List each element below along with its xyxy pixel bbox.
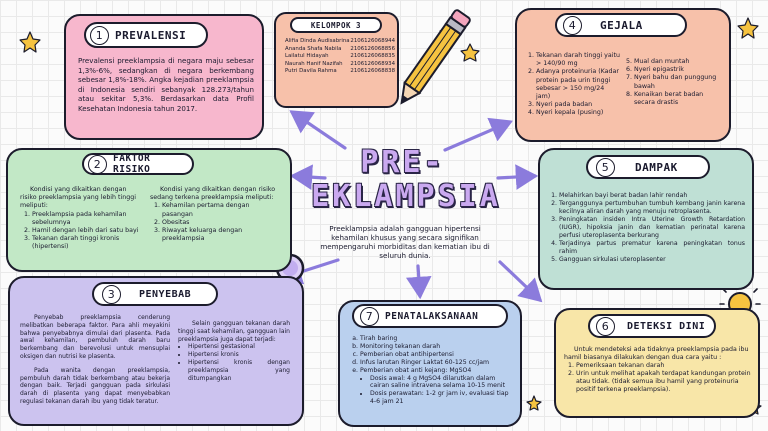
- list-item: Mual dan muntah: [634, 58, 718, 66]
- star-icon: [19, 31, 41, 53]
- arrow-faktor: [289, 164, 327, 190]
- list-item: Pemberian obat anti kejang: MgSO4: [360, 367, 514, 375]
- list-item: Tekanan darah tinggi yaitu > 140/90 mg: [536, 52, 620, 68]
- arrow-gejala: [443, 117, 513, 152]
- deteksi-title: DETEKSI DINI: [627, 320, 706, 332]
- list-item: Adanya proteinuria (Kadar protein pada u…: [536, 68, 620, 101]
- list-item: Riwayat keluarga dengan preeklampsia: [162, 227, 278, 243]
- prevalensi-title: PREVALENSI: [115, 28, 187, 42]
- deteksi-intro: Untuk mendeteksi ada tidaknya preeklamps…: [564, 346, 749, 361]
- faktor-right: Kondisi yang dikaitkan dengan risiko sed…: [150, 186, 278, 243]
- penyebab-paragraph-2: Pada wanita dengan preeklampsia, pembulu…: [20, 366, 170, 405]
- penyebab-left: Penyebab preeklampsia cenderung melibatk…: [20, 314, 170, 406]
- prevalensi-header: 1 PREVALENSI: [84, 22, 208, 48]
- number-badge: 5: [596, 157, 615, 177]
- kelompok-title: KELOMPOK 3: [310, 20, 362, 30]
- gejala-title: GEJALA: [600, 18, 643, 32]
- star-icon: [460, 43, 480, 62]
- list-item: Pemberian obat antihipertensi: [360, 351, 514, 359]
- list-item: Hipertensi kronis dengan preeklampsia ya…: [188, 359, 290, 382]
- list-item: Monitoring tekanan darah: [360, 343, 514, 351]
- list-item: Infus larutan Ringer Laktat 60-125 cc/ja…: [360, 359, 514, 367]
- arrow-deteksi: [498, 260, 543, 303]
- penatalaksanaan-list: Tirah baringMonitoring tekanan darah Pem…: [348, 335, 514, 406]
- list-item: Kehamilan pertama dengan pasangan: [162, 202, 278, 218]
- kelompok-header: KELOMPOK 3: [290, 17, 382, 33]
- penyebab-right-intro: Selain gangguan tekanan darah tinggi saa…: [178, 320, 290, 343]
- penyebab-paragraph-1: Penyebab preeklampsia cenderung melibatk…: [20, 314, 170, 360]
- gejala-list-left: Tekanan darah tinggi yaitu > 140/90 mgAd…: [524, 52, 620, 118]
- faktor-left-intro: Kondisi yang dikaitkan dengan risiko pre…: [20, 186, 137, 210]
- list-item: Tekanan darah tinggi kronis (hipertensi): [32, 235, 142, 251]
- number-badge: 3: [102, 284, 121, 304]
- dampak-title: DAMPAK: [635, 160, 678, 174]
- faktor-right-intro: Kondisi yang dikaitkan dengan risiko sed…: [150, 186, 276, 202]
- number-badge: 7: [360, 306, 379, 326]
- list-item: Nyeri kepala (pusing): [536, 109, 620, 117]
- list-item: Dosis perawatan: 1-2 gr jam iv, evaluasi…: [370, 390, 514, 406]
- list-item: Urin untuk melihat apakah terdapat kandu…: [576, 370, 754, 394]
- number-badge: 2: [88, 154, 107, 174]
- dampak-list: Melahirkan bayi berat badan lahir rendah…: [547, 192, 745, 264]
- faktor-title: FAKTOR RISIKO: [113, 153, 151, 175]
- list-item: Terjadinya partus prematur karena pening…: [559, 240, 745, 256]
- list-item: Kenaikan berat badan secara drastis: [634, 91, 718, 107]
- arrow-penatalaksanaan: [405, 264, 432, 300]
- penyebab-right: Selain gangguan tekanan darah tinggi saa…: [178, 320, 290, 382]
- list-item: Nyeri bahu dan punggung bawah: [634, 74, 718, 90]
- list-item: Dosis awal: 4 g MgSO4 dilarutkan dalam c…: [370, 375, 514, 391]
- number-badge: 1: [90, 25, 109, 45]
- penatalaksanaan-header: 7 PENATALAKSANAAN: [352, 304, 508, 328]
- star-icon: [737, 17, 759, 39]
- penatalaksanaan-title: PENATALAKSANAAN: [385, 310, 479, 322]
- dampak-header: 5 DAMPAK: [586, 155, 710, 179]
- deteksi-text: Untuk mendeteksi ada tidaknya preeklamps…: [564, 346, 754, 394]
- arrow-dampak: [496, 164, 539, 190]
- list-item: Gangguan sirkulasi uteroplasenter: [559, 256, 745, 264]
- gejala-header: 4 GEJALA: [555, 13, 687, 37]
- list-item: Hipertensi gestasional: [188, 343, 290, 351]
- list-item: Tirah baring: [360, 335, 514, 343]
- list-item: Pemeriksaan tekanan darah: [576, 362, 754, 370]
- number-badge: 6: [596, 316, 615, 336]
- list-item: Hipertensi kronis: [188, 351, 290, 359]
- pencil-icon: [400, 9, 471, 105]
- list-item: Nyeri pada badan: [536, 101, 620, 109]
- arrow-prevalensi: [289, 110, 347, 150]
- faktor-header: 2 FAKTOR RISIKO: [82, 153, 194, 175]
- penyebab-header: 3 PENYEBAB: [92, 282, 218, 306]
- deteksi-header: 6 DETEKSI DINI: [588, 314, 716, 338]
- list-item: Peningkatan insiden Intra Uterine Growth…: [559, 216, 745, 240]
- list-item: Preeklampsia pada kehamilan sebelumnya: [32, 211, 142, 227]
- prevalensi-text: Prevalensi preeklampsia di negara maju s…: [78, 56, 254, 113]
- penyebab-title: PENYEBAB: [139, 288, 192, 300]
- list-item: Terganggunya pertumbuhan tumbuh kembang …: [559, 200, 745, 216]
- faktor-left: Kondisi yang dikaitkan dengan risiko pre…: [20, 186, 142, 252]
- gejala-list-right: Mual dan muntahNyeri epigastrik Nyeri ba…: [622, 58, 718, 107]
- main-description: Preeklampsia adalah gangguan hipertensi …: [320, 224, 490, 260]
- list-item: Melahirkan bayi berat badan lahir rendah: [559, 192, 745, 200]
- gejala-card: [515, 8, 731, 142]
- main-title-line1: PRE-: [360, 145, 445, 180]
- main-title-line2: EKLAMPSIA: [311, 179, 501, 214]
- star-icon: [526, 395, 542, 411]
- number-badge: 4: [563, 15, 582, 35]
- list-item: Obesitas: [162, 219, 278, 227]
- list-item: Nyeri epigastrik: [634, 66, 718, 74]
- list-item: Hamil dengan lebih dari satu bayi: [32, 227, 142, 235]
